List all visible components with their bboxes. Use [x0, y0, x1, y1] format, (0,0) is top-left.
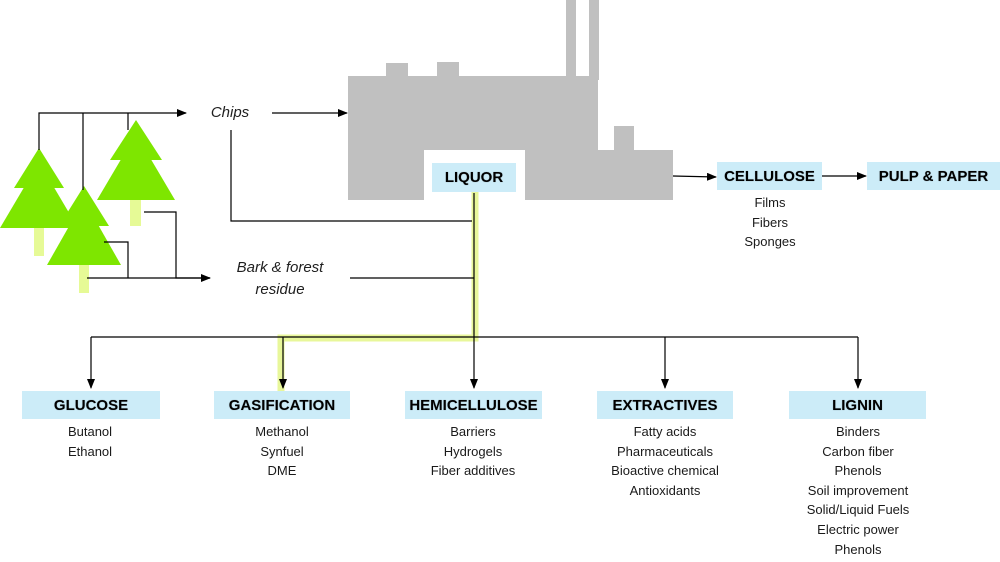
product-item: Phenols	[834, 463, 882, 479]
highlight-path	[277, 190, 479, 392]
cellulose-box: CELLULOSE	[717, 162, 822, 190]
product-item: Methanol	[255, 424, 309, 439]
extractives-products: Fatty acids Pharmaceuticals Bioactive ch…	[600, 422, 730, 500]
product-item: Barriers	[450, 424, 496, 439]
product-item: Binders	[835, 424, 881, 439]
bark-residue-line1: Bark & forest	[236, 259, 324, 276]
liquor-box: LIQUOR	[432, 163, 516, 192]
lignin-products: Binders Carbon fiber Phenols Soil improv…	[792, 422, 924, 559]
trees-icon	[0, 120, 175, 293]
glucose-box: GLUCOSE	[22, 391, 160, 419]
product-item: Fatty acids	[633, 424, 697, 439]
pulp-paper-box: PULP & PAPER	[867, 162, 1000, 190]
product-item: Carbon fiber	[822, 443, 894, 459]
product-item: Films	[754, 195, 786, 210]
product-item: Butanol	[67, 424, 113, 439]
product-item: Soil improvement	[807, 482, 909, 498]
product-item: Fiber additives	[430, 463, 516, 479]
product-item: Fibers	[751, 214, 789, 230]
gasification-products: Methanol Synfuel DME	[232, 422, 332, 481]
product-item: Synfuel	[260, 443, 304, 459]
glucose-products: Butanol Ethanol	[40, 422, 140, 461]
lignin-box: LIGNIN	[789, 391, 926, 419]
bark-residue-line2: residue	[255, 281, 305, 298]
extractives-box: EXTRACTIVES	[597, 391, 733, 419]
product-item: Ethanol	[67, 443, 113, 459]
connectors	[38, 109, 867, 389]
hemicellulose-products: Barriers Hydrogels Fiber additives	[413, 422, 533, 481]
product-item: Electric power	[817, 521, 899, 537]
product-item: Hydrogels	[443, 443, 503, 459]
product-item: Sponges	[744, 234, 796, 250]
product-item: Antioxidants	[629, 482, 701, 498]
product-item: Pharmaceuticals	[616, 443, 714, 459]
product-item: Phenols	[834, 541, 882, 557]
product-item: Solid/Liquid Fuels	[806, 502, 910, 518]
cellulose-products: Films Fibers Sponges	[720, 193, 820, 252]
product-item: DME	[267, 463, 297, 479]
bark-residue-label: Bark & forest residue	[205, 257, 355, 301]
chips-label: Chips	[210, 104, 250, 121]
product-item: Bioactive chemical	[611, 463, 719, 479]
hemicellulose-box: HEMICELLULOSE	[405, 391, 542, 419]
gasification-box: GASIFICATION	[214, 391, 350, 419]
